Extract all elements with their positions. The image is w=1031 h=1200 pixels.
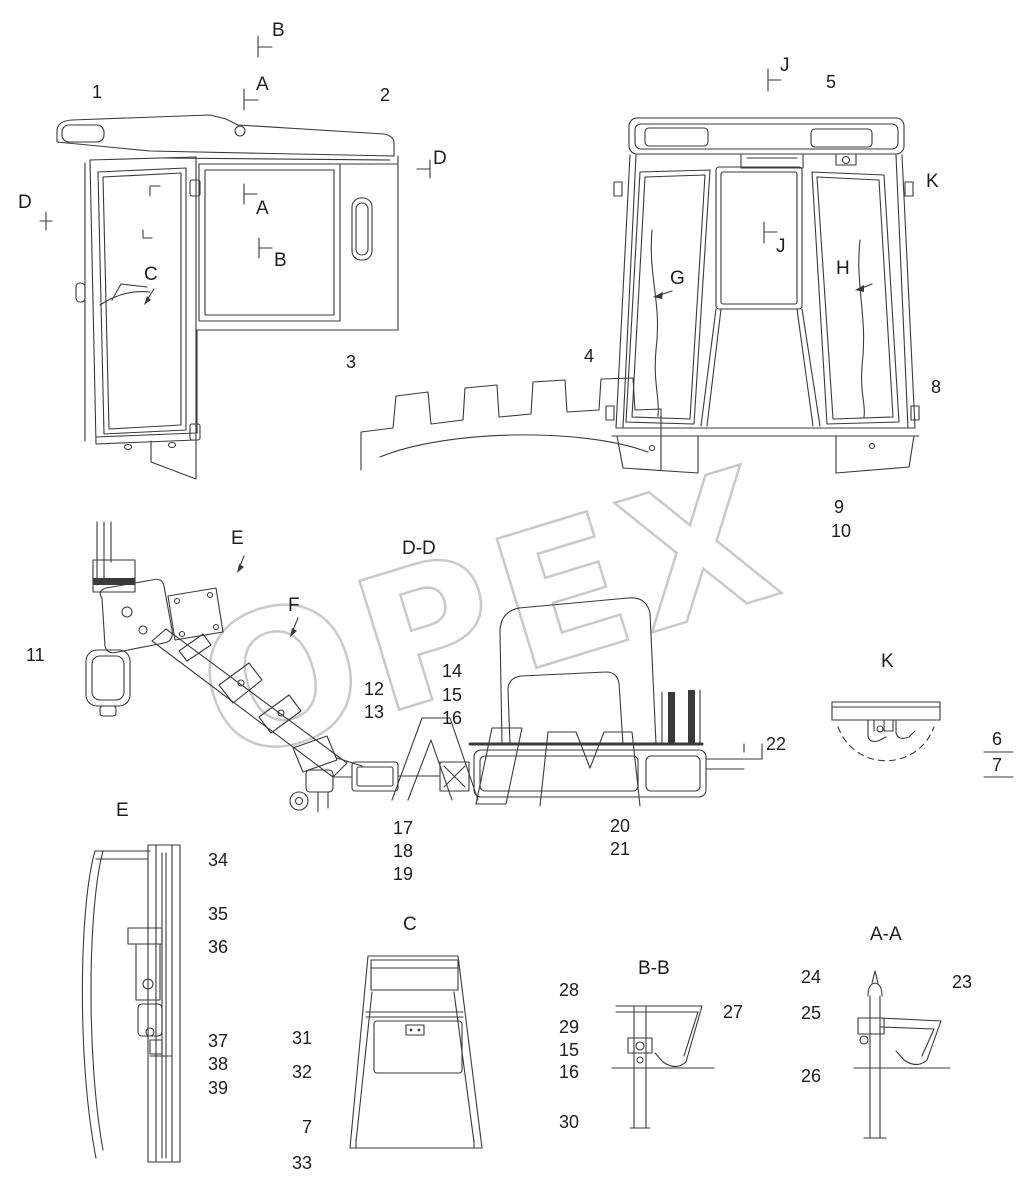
detail-bb [611,1005,715,1129]
label-part-18: 18 [393,841,414,861]
label-part-2: 2 [380,85,391,105]
label-part-20: 20 [610,816,631,836]
label-section-a-window: A [256,198,269,219]
label-part-9: 9 [834,497,845,517]
view-c [349,955,483,1149]
label-view-c-arrow: C [144,264,158,285]
label-part-33: 33 [292,1153,313,1173]
label-section-d-right: D [433,148,447,169]
label-view-f-arrow: F [288,595,300,616]
label-part-39: 39 [208,1078,229,1098]
label-part-37: 37 [208,1031,229,1051]
label-part-16: 16 [442,708,463,728]
label-part-10: 10 [831,521,852,541]
label-part-16b: 16 [559,1062,580,1082]
label-part-22: 22 [766,734,787,754]
label-part-8: 8 [931,377,942,397]
label-part-28: 28 [559,980,580,1000]
label-view-e-arrow: E [231,528,244,549]
label-part-34: 34 [208,850,229,870]
label-view-g-arrow: G [670,268,685,289]
label-part-23: 23 [952,972,973,992]
label-part-5: 5 [826,72,837,92]
label-part-6: 6 [992,729,1003,749]
label-section-aa-title: A-A [870,924,902,945]
label-part-24: 24 [801,967,822,987]
label-part-3: 3 [346,352,357,372]
label-section-j-window: J [776,236,786,257]
label-section-d-left: D [18,192,32,213]
detail-k [831,701,941,762]
detail-e [81,844,181,1163]
section-marks [39,35,1014,778]
label-view-c-title: C [403,914,417,935]
view-section-dd [85,521,763,813]
label-part-7b: 7 [302,1117,313,1137]
label-part-30: 30 [559,1112,580,1132]
label-part-17: 17 [393,818,414,838]
label-part-21: 21 [610,839,631,859]
label-detail-e-title: E [116,800,129,821]
label-section-bb-title: B-B [638,958,670,979]
label-part-36: 36 [208,937,229,957]
label-view-h-arrow: H [836,258,850,279]
label-part-32: 32 [292,1062,313,1082]
view-cab-rear [605,117,920,474]
label-section-a-top: A [256,74,269,95]
label-section-dd-title: D-D [402,538,436,559]
label-part-1: 1 [92,82,103,102]
label-part-4: 4 [584,346,595,366]
view-cab-side [56,114,399,480]
label-part-31: 31 [292,1028,313,1048]
label-part-29: 29 [559,1017,580,1037]
label-part-15b: 15 [559,1040,580,1060]
label-part-19: 19 [393,864,414,884]
label-part-7: 7 [992,755,1003,775]
label-part-11: 11 [26,645,45,665]
label-section-j-top: J [780,55,790,76]
label-part-27: 27 [723,1002,744,1022]
label-view-k-top: K [926,171,939,192]
label-part-13: 13 [364,702,385,722]
label-part-35: 35 [208,904,229,924]
label-section-b-window: B [274,250,287,271]
label-part-12: 12 [364,679,385,699]
label-section-b-top: B [272,20,285,41]
label-part-25: 25 [801,1003,822,1023]
label-part-15: 15 [442,685,463,705]
label-part-26: 26 [801,1066,822,1086]
label-part-38: 38 [208,1054,229,1074]
label-part-14: 14 [442,661,463,681]
label-detail-k-title: K [881,651,894,672]
detail-aa [853,970,951,1139]
